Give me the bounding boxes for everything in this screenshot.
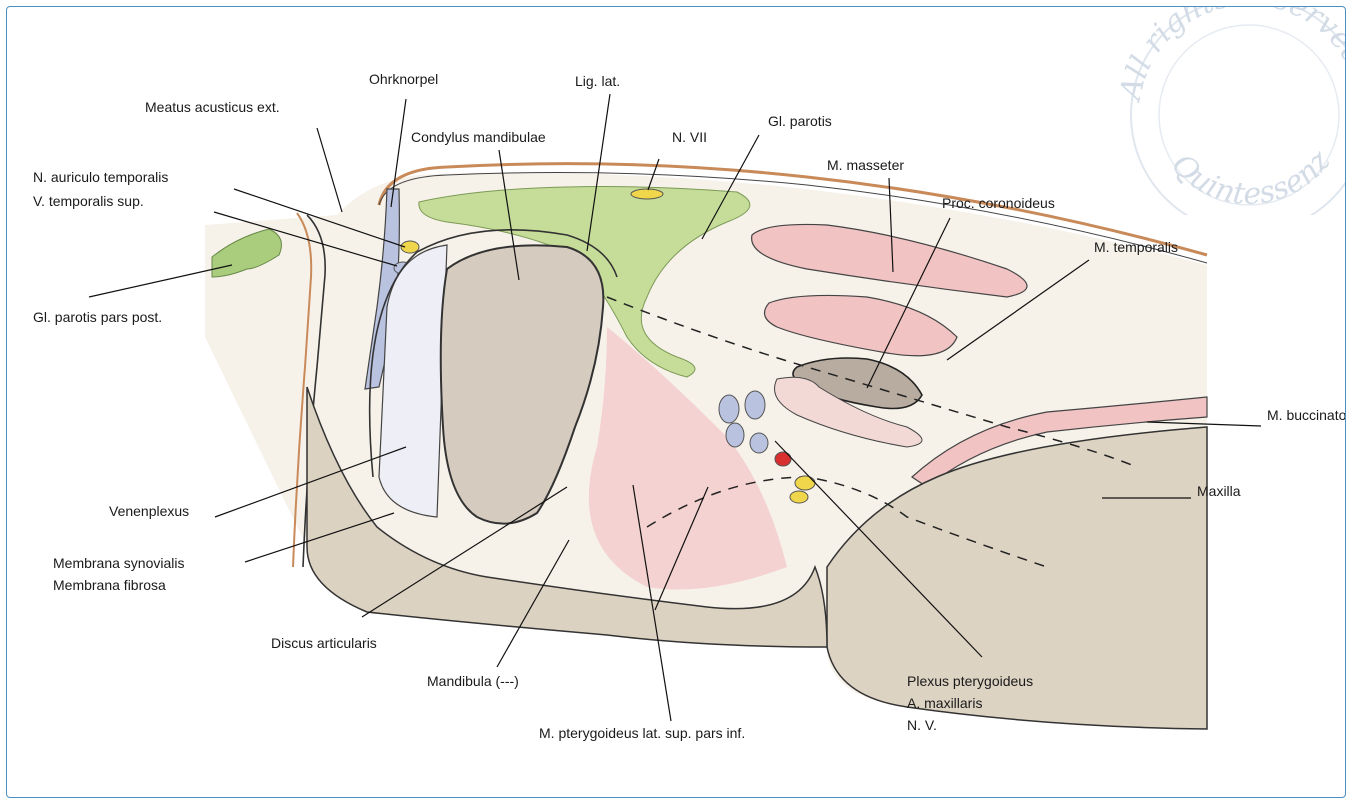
label-maxilla: Maxilla [1197,481,1241,501]
label-proc-coronoideus: Proc. coronoideus [942,193,1055,213]
label-lig-lat: Lig. lat. [575,71,620,91]
label-gl-parotis-pars-post: Gl. parotis pars post. [33,307,162,327]
label-n-v: N. V. [907,715,937,735]
n-vii-nerve [631,189,663,199]
label-plexus-pterygoideus: Plexus pterygoideus [907,671,1033,691]
plexus-vessel-1 [719,395,739,423]
label-venenplexus: Venenplexus [109,501,189,521]
label-discus-articularis: Discus articularis [271,633,377,653]
label-m-pterygoideus: M. pterygoideus lat. sup. pars inf. [539,723,745,743]
plexus-vessel-3 [726,423,744,447]
plexus-vessel-2 [745,391,765,419]
label-v-temporalis-sup: V. temporalis sup. [33,191,144,211]
n-v-nerve-2 [790,491,808,503]
label-membrana-synovialis: Membrana synovialis [53,553,185,573]
label-n-vii: N. VII [672,127,707,147]
label-a-maxillaris: A. maxillaris [907,693,982,713]
label-m-masseter: M. masseter [827,155,904,175]
label-meatus-acusticus: Meatus acusticus ext. [145,97,280,117]
label-m-buccinator: M. buccinator [1267,405,1346,425]
label-m-temporalis: M. temporalis [1094,237,1178,257]
label-membrana-fibrosa: Membrana fibrosa [53,575,166,595]
label-condylus: Condylus mandibulae [411,127,546,147]
tmj-section-illustration [7,7,1346,798]
plexus-vessel-4 [750,433,768,453]
a-maxillaris [775,452,791,466]
label-n-auriculo-temporalis: N. auriculo temporalis [33,167,168,187]
label-ohrknorpel: Ohrknorpel [369,69,438,89]
label-gl-parotis: Gl. parotis [768,111,832,131]
label-mandibula: Mandibula (---) [427,671,519,691]
n-v-nerve [795,476,815,490]
